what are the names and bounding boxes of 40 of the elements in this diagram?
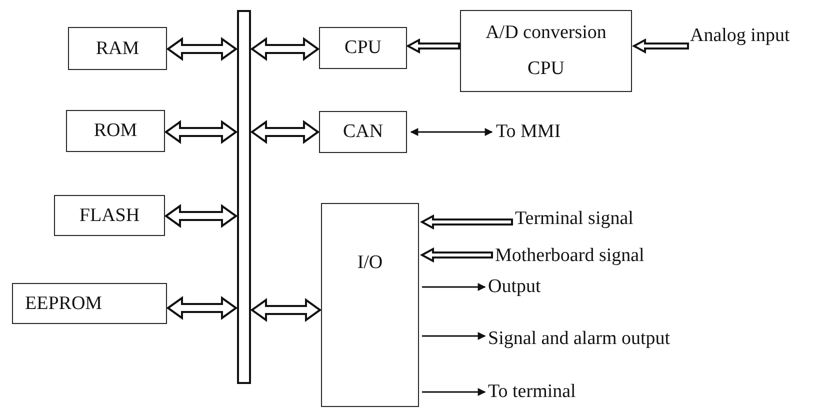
hollow-arrow <box>632 38 689 54</box>
hollow-arrow <box>250 37 320 61</box>
signal-label: Signal and alarm output <box>488 328 670 350</box>
hollow-arrow <box>420 214 513 230</box>
signal-label: To MMI <box>496 121 561 143</box>
block-label: ROM <box>94 120 138 142</box>
io-box <box>321 203 419 407</box>
arrow <box>410 128 493 136</box>
signal-label: Output <box>488 276 541 298</box>
memory-box <box>68 27 167 70</box>
hollow-arrow <box>406 38 460 54</box>
arrow <box>422 388 486 396</box>
hollow-arrow <box>420 247 493 263</box>
signal-label: Motherboard signal <box>495 245 644 267</box>
hollow-arrow <box>164 120 238 144</box>
memory-box <box>54 195 165 236</box>
signal-label: To terminal <box>488 381 576 403</box>
signal-label: Analog input <box>690 25 790 47</box>
hollow-arrow <box>166 296 238 320</box>
arrow <box>422 283 486 291</box>
block-label: FLASH <box>79 204 140 226</box>
block-label: RAM <box>96 38 140 60</box>
hollow-arrow <box>164 204 238 228</box>
block-label: EEPROM <box>25 292 102 314</box>
block-label: I/O <box>357 252 383 274</box>
converter-box <box>460 10 632 92</box>
block-label: CPU <box>344 37 382 59</box>
hollow-arrow <box>166 37 238 61</box>
memory-box <box>66 110 165 152</box>
processor-box <box>319 27 407 69</box>
arrow <box>422 332 486 340</box>
hollow-arrow <box>250 298 322 322</box>
block-label: CPU <box>528 58 564 80</box>
memory-box <box>12 283 167 324</box>
bus-controller-box <box>319 111 407 153</box>
signal-label: Terminal signal <box>515 208 634 230</box>
hollow-arrow <box>250 120 320 144</box>
system-bus-bar <box>237 10 251 384</box>
block-label: A/D conversion <box>486 22 606 44</box>
block-label: CAN <box>342 121 384 143</box>
